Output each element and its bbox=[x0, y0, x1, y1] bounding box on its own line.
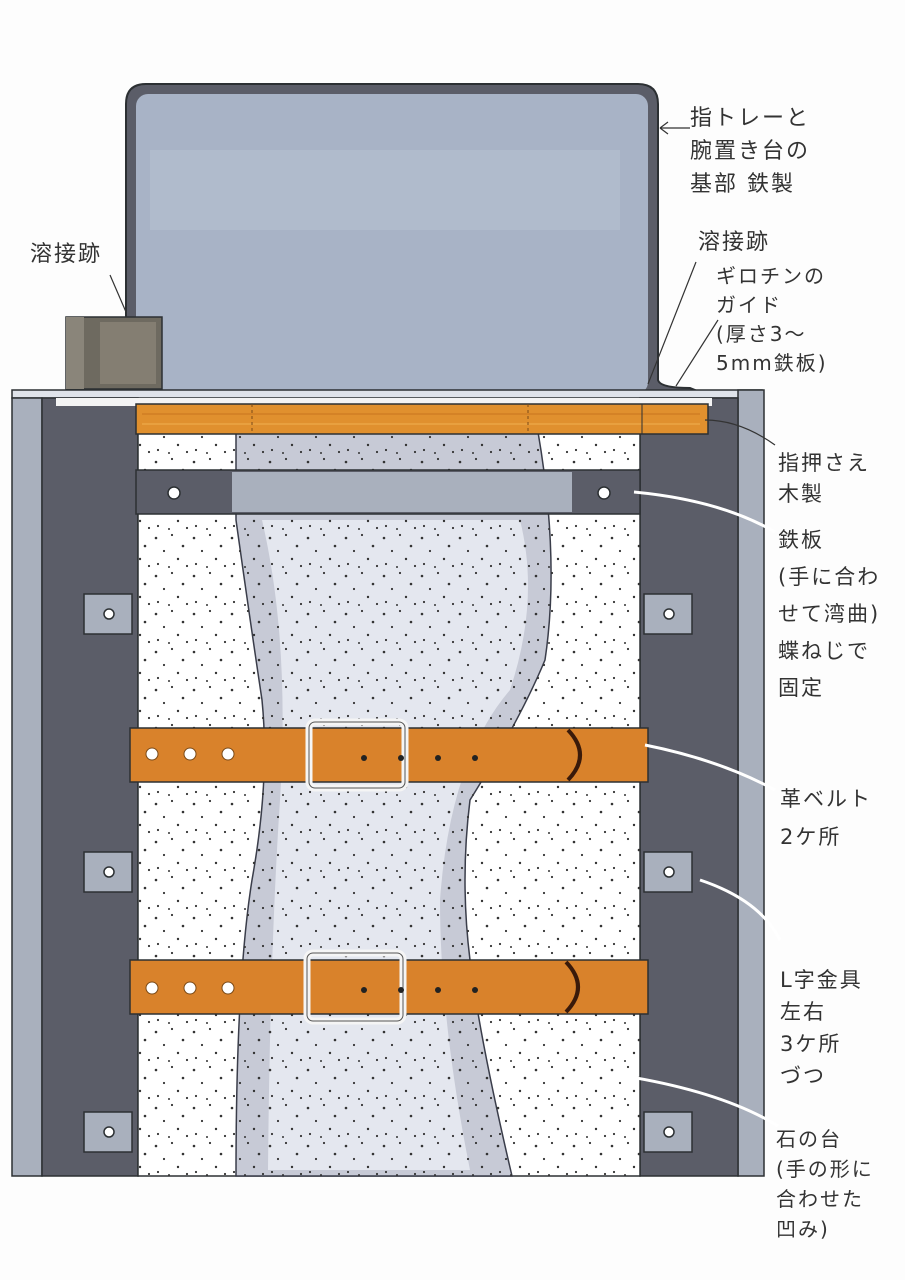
label-iron-plate: 鉄板 (手に合わ せて湾曲) 蝶ねじで 固定 bbox=[778, 528, 881, 700]
iron-plate bbox=[135, 469, 776, 534]
label-weld-right: 溶接跡 bbox=[698, 230, 771, 255]
l-brackets bbox=[83, 593, 782, 1153]
label-leather-belt: 革ベルト 2ケ所 bbox=[780, 787, 872, 849]
weld-block bbox=[65, 274, 163, 390]
tray bbox=[125, 83, 701, 394]
leader-lines bbox=[611, 121, 779, 1128]
leather-belts bbox=[129, 718, 776, 1025]
wing-screw-hole-left bbox=[167, 486, 181, 500]
label-l-bracket: L字金具 左右 3ケ所 づつ bbox=[780, 968, 863, 1088]
label-tray-base: 指トレーと 腕置き台の 基部 鉄製 bbox=[690, 106, 811, 197]
label-stone-base: 石の台 (手の形に 合わせた 凹み) bbox=[776, 1127, 874, 1241]
finger-holder bbox=[135, 403, 776, 446]
label-finger-holder: 指押さえ 木製 bbox=[778, 451, 870, 506]
wing-screw-hole-right bbox=[597, 486, 611, 500]
label-weld-left: 溶接跡 bbox=[30, 242, 103, 267]
stone-base bbox=[137, 431, 641, 1177]
label-guillotine-guide: ギロチンの ガイド (厚さ3〜 5mm鉄板) bbox=[716, 264, 828, 375]
